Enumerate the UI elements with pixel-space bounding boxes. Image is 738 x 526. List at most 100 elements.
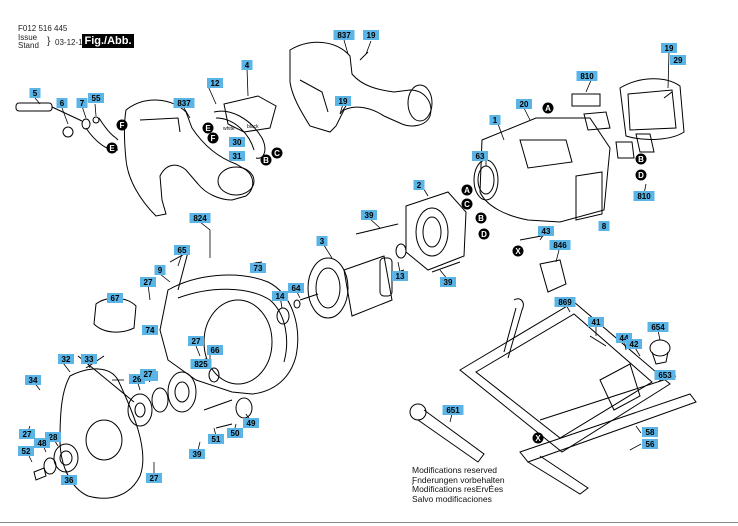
issue-brace: } (47, 36, 51, 47)
svg-text:30: 30 (233, 138, 242, 147)
svg-text:49: 49 (247, 419, 256, 428)
svg-text:A: A (545, 104, 551, 113)
svg-text:52: 52 (22, 447, 31, 456)
svg-text:824: 824 (193, 214, 207, 223)
svg-text:7: 7 (80, 99, 85, 108)
svg-text:29: 29 (674, 56, 683, 65)
svg-text:32: 32 (62, 355, 71, 364)
svg-text:27: 27 (23, 430, 32, 439)
callout-73: 73 (250, 263, 266, 273)
screws (203, 51, 673, 429)
svg-text:55: 55 (92, 94, 101, 103)
armature (276, 243, 407, 325)
callout-869: 869 (554, 297, 576, 307)
svg-text:B: B (478, 214, 484, 223)
callout-56: 56 (642, 439, 658, 449)
callout-32: 32 (58, 354, 74, 364)
callout-27: 27 (19, 429, 35, 439)
flange-washers (33, 443, 79, 481)
connector-X: X (532, 432, 544, 444)
knob (649, 339, 671, 365)
svg-text:810: 810 (637, 192, 651, 201)
svg-text:27: 27 (144, 278, 153, 287)
callout-52: 52 (18, 446, 34, 456)
svg-text:19: 19 (339, 97, 348, 106)
svg-text:9: 9 (158, 266, 163, 275)
connector-F: F (207, 132, 219, 144)
svg-text:74: 74 (146, 326, 155, 335)
callout-50: 50 (227, 428, 243, 438)
motor-housing (473, 117, 611, 223)
svg-text:64: 64 (292, 284, 301, 293)
callout-39: 39 (440, 277, 456, 287)
callout-31: 31 (229, 151, 245, 161)
callout-19: 19 (335, 96, 351, 106)
callout-58: 58 (642, 427, 658, 437)
svg-text:27: 27 (192, 337, 201, 346)
callout-12: 12 (207, 78, 223, 88)
connector-E: E (106, 142, 118, 154)
svg-text:19: 19 (665, 44, 674, 53)
callout-36: 36 (61, 475, 77, 485)
svg-text:810: 810 (580, 72, 594, 81)
callout-5: 5 (29, 88, 41, 98)
svg-text:20: 20 (520, 100, 529, 109)
svg-text:837: 837 (337, 31, 351, 40)
svg-text:B: B (638, 155, 644, 164)
callout-48: 48 (34, 438, 50, 448)
callout-49: 49 (243, 418, 259, 428)
svg-text:C: C (464, 200, 470, 209)
svg-text:26: 26 (133, 375, 142, 384)
svg-text:6: 6 (60, 99, 65, 108)
shaft-assembly (15, 102, 119, 151)
callout-837: 837 (333, 30, 355, 40)
svg-text:63: 63 (476, 152, 485, 161)
spindle-lock (539, 259, 567, 293)
svg-text:651: 651 (446, 406, 460, 415)
callout-63: 63 (472, 151, 488, 161)
svg-text:33: 33 (85, 355, 94, 364)
callout-44: 44 (616, 333, 632, 343)
svg-text:31: 31 (233, 152, 242, 161)
base-plate (459, 298, 677, 453)
svg-text:D: D (481, 230, 487, 239)
note-es: Salvo modificaciones (412, 493, 492, 504)
callout-42: 42 (626, 339, 642, 349)
callout-39: 39 (189, 449, 205, 459)
svg-text:36: 36 (65, 476, 74, 485)
svg-text:C: C (274, 149, 280, 158)
callout-66: 66 (207, 345, 223, 355)
callout-28: 28 (45, 432, 61, 442)
callout-30: 30 (229, 137, 245, 147)
callout-27: 27 (140, 369, 156, 379)
svg-text:43: 43 (542, 227, 551, 236)
svg-text:48: 48 (38, 439, 47, 448)
note-de: Ƒnderungen vorbehalten (412, 474, 505, 485)
svg-text:42: 42 (630, 340, 639, 349)
wire-label-black: black (247, 124, 259, 130)
callout-19: 19 (661, 43, 677, 53)
wrench (409, 403, 485, 463)
callout-43: 43 (538, 226, 554, 236)
svg-text:846: 846 (553, 241, 567, 250)
callout-19: 19 (363, 30, 379, 40)
svg-text:56: 56 (646, 440, 655, 449)
svg-text:27: 27 (150, 474, 159, 483)
callout-34: 34 (25, 375, 41, 385)
svg-text:X: X (515, 247, 521, 256)
svg-text:39: 39 (365, 211, 374, 220)
svg-text:825: 825 (194, 360, 208, 369)
svg-text:3: 3 (320, 237, 325, 246)
svg-text:65: 65 (178, 246, 187, 255)
note-en: Modifications reserved (412, 465, 498, 475)
connector-D: D (635, 169, 647, 181)
connector-D: D (478, 228, 490, 240)
callout-26: 26 (129, 374, 145, 384)
svg-text:51: 51 (212, 435, 221, 444)
callout-7: 7 (76, 98, 88, 108)
svg-text:12: 12 (211, 79, 220, 88)
svg-text:19: 19 (367, 31, 376, 40)
svg-text:13: 13 (396, 272, 405, 281)
callout-825: 825 (190, 359, 212, 369)
